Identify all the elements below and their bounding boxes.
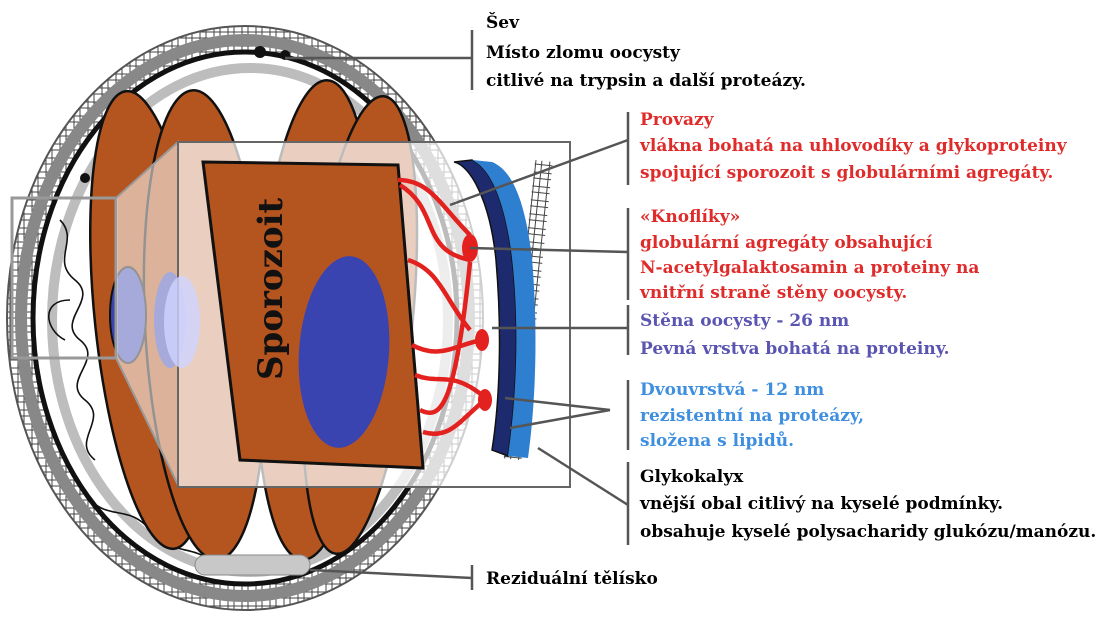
label-wall-title: Stěna oocysty - 26 nm — [640, 311, 849, 331]
label-knobs-title: «Knoflíky» — [640, 207, 740, 227]
label-strands: Provazy vlákna bohatá na uhlovodíky a gl… — [639, 110, 1073, 183]
label-residual: Reziduální tělísko — [486, 569, 658, 589]
label-bilayer-title: Dvouvrstvá - 12 nm — [640, 380, 824, 400]
label-glycocalyx-title: Glykokalyx — [640, 467, 744, 487]
label-suture-title: Šev — [486, 12, 520, 33]
label-strands-title: Provazy — [640, 110, 715, 130]
label-glycocalyx-line: obsahuje kyselé polysacharidy glukózu/ma… — [640, 522, 1096, 542]
label-knobs-line: globulární agregáty obsahující — [640, 233, 933, 253]
label-knobs: «Knoflíky» globulární agregáty obsahujíc… — [639, 207, 985, 303]
label-wall: Stěna oocysty - 26 nm Pevná vrstva bohat… — [640, 311, 950, 359]
residual-body — [195, 555, 310, 575]
label-knobs-line: vnitřní straně stěny oocysty. — [639, 283, 907, 303]
nucleus-faded — [164, 276, 200, 368]
label-strands-line: spojující sporozoit s globulárními agreg… — [640, 163, 1053, 183]
label-suture: Šev Místo zlomu oocysty citlivé na tryps… — [486, 12, 806, 91]
sporozoite-label: Sporozoit — [251, 198, 291, 380]
label-glycocalyx: Glykokalyx vnější obal citlivý na kyselé… — [639, 467, 1096, 542]
label-suture-line: citlivé na trypsin a další proteázy. — [486, 71, 806, 91]
label-bilayer: Dvouvrstvá - 12 nm rezistentní na proteá… — [640, 380, 870, 451]
label-knobs-line: N-acetylgalaktosamin a proteiny na — [640, 258, 979, 278]
label-residual-title: Reziduální tělísko — [486, 569, 658, 589]
label-wall-line: Pevná vrstva bohatá na proteiny. — [640, 339, 950, 359]
label-glycocalyx-line: vnější obal citlivý na kyselé podmínky. — [639, 494, 1003, 514]
label-bilayer-line: rezistentní na proteázy, — [640, 406, 864, 426]
label-strands-line: vlákna bohatá na uhlovodíky a glykoprote… — [639, 136, 1068, 156]
label-suture-line: Místo zlomu oocysty — [486, 43, 681, 63]
label-bilayer-line: složena s lipidů. — [640, 430, 794, 451]
